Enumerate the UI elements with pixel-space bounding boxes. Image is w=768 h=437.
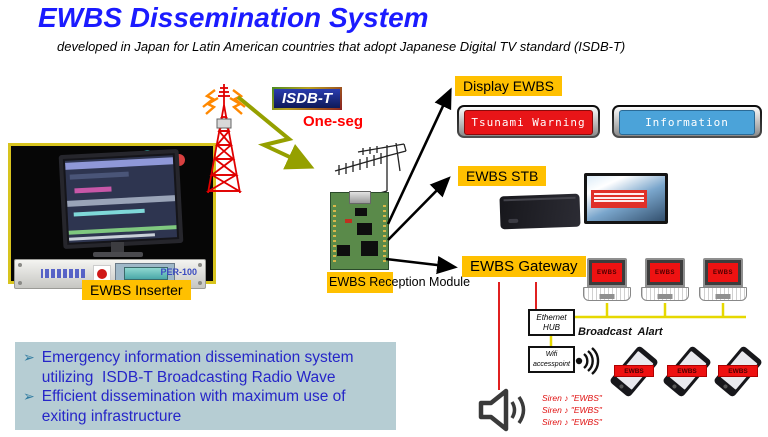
japan-flag-dot xyxy=(93,265,111,283)
ewbs-gateway-label: EWBS Gateway xyxy=(462,256,586,277)
chip xyxy=(357,223,372,235)
siren-text: Siren ♪ "EWBS" xyxy=(542,417,602,427)
home-button xyxy=(671,383,678,390)
page-subtitle: developed in Japan for Latin American co… xyxy=(57,39,626,54)
page-title: EWBS Dissemination System xyxy=(38,2,429,33)
laptop-screen: EWBS xyxy=(650,263,680,282)
phone-alert-badge: EWBS xyxy=(614,365,654,377)
rack-model-label: PER-100 xyxy=(160,267,197,277)
reception-module-board xyxy=(330,191,389,270)
chip xyxy=(361,241,378,256)
info-bullet: ➢ Efficient dissemination with maximum u… xyxy=(23,388,350,425)
chip xyxy=(337,245,350,256)
siren-text-list: Siren ♪ "EWBS" Siren ♪ "EWBS" Siren ♪ "E… xyxy=(542,392,602,428)
siren-text: Siren ♪ "EWBS" xyxy=(542,393,602,403)
display-ewbs-label: Display EWBS xyxy=(455,76,563,96)
bullet-arrow-icon: ➢ xyxy=(23,349,35,365)
phone-alert-badge: EWBS xyxy=(718,365,758,377)
tsunami-display-text: Tsunami Warning xyxy=(464,110,593,135)
monitor xyxy=(58,148,184,250)
info-bullet: ➢ Emergency information dissemination sy… xyxy=(23,349,358,386)
rack-lcd xyxy=(124,267,168,280)
isdbt-badge: ISDB-T xyxy=(272,87,342,110)
pcb-component xyxy=(345,219,352,223)
broadcast-alart-label: Broadcast Alart xyxy=(578,326,663,338)
chip xyxy=(355,208,367,216)
tv-antenna-icon xyxy=(334,143,407,193)
monitor-base xyxy=(93,252,143,257)
laptop-screen: EWBS xyxy=(592,263,622,282)
laptop: EWBS xyxy=(641,258,689,301)
tv-alert-banner xyxy=(590,189,648,208)
ethernet-hub-box: Ethernet HUB xyxy=(528,309,575,336)
siren-text: Siren ♪ "EWBS" xyxy=(542,405,602,415)
inserter-photo: PER-100 xyxy=(8,143,216,289)
wifi-signal-icon xyxy=(575,347,600,375)
smartphone: EWBS xyxy=(712,345,764,398)
laptop-screen: EWBS xyxy=(708,263,738,282)
monitor-screen xyxy=(64,155,178,243)
tsunami-display-panel: Tsunami Warning xyxy=(457,105,600,138)
brand-logo xyxy=(41,269,85,278)
arrow-to-gateway xyxy=(385,255,458,275)
smartphone: EWBS xyxy=(661,345,713,398)
home-button xyxy=(618,383,625,390)
phone-alert-badge: EWBS xyxy=(667,365,707,377)
information-display-text: Information xyxy=(619,110,755,135)
tv-picture xyxy=(587,176,665,221)
home-button xyxy=(722,383,729,390)
tower-cabin xyxy=(216,118,232,129)
wifi-accesspoint-box: Wifi accesspoint xyxy=(528,346,575,373)
ewbs-stb-label: EWBS STB xyxy=(458,166,547,186)
usb-connector xyxy=(349,191,371,204)
bullet-arrow-icon: ➢ xyxy=(23,388,35,405)
reception-module-label: EWBS Reception Module xyxy=(327,272,470,293)
oneseg-label: One-seg xyxy=(303,113,364,130)
info-box: ➢ Emergency information dissemination sy… xyxy=(15,342,396,430)
inserter-label: EWBS Inserter xyxy=(82,280,191,300)
laptop: EWBS xyxy=(583,258,631,301)
monitor-stand xyxy=(111,242,124,253)
laptop: EWBS xyxy=(699,258,747,301)
touchpad xyxy=(599,294,615,299)
smartphone: EWBS xyxy=(608,345,660,398)
loudspeaker-icon xyxy=(478,388,526,432)
touchpad xyxy=(715,294,731,299)
touchpad xyxy=(657,294,673,299)
information-display-panel: Information xyxy=(612,105,762,138)
broadcast-tower-icon xyxy=(202,84,246,194)
stb-photo xyxy=(499,193,581,230)
tv-screen xyxy=(584,173,668,224)
